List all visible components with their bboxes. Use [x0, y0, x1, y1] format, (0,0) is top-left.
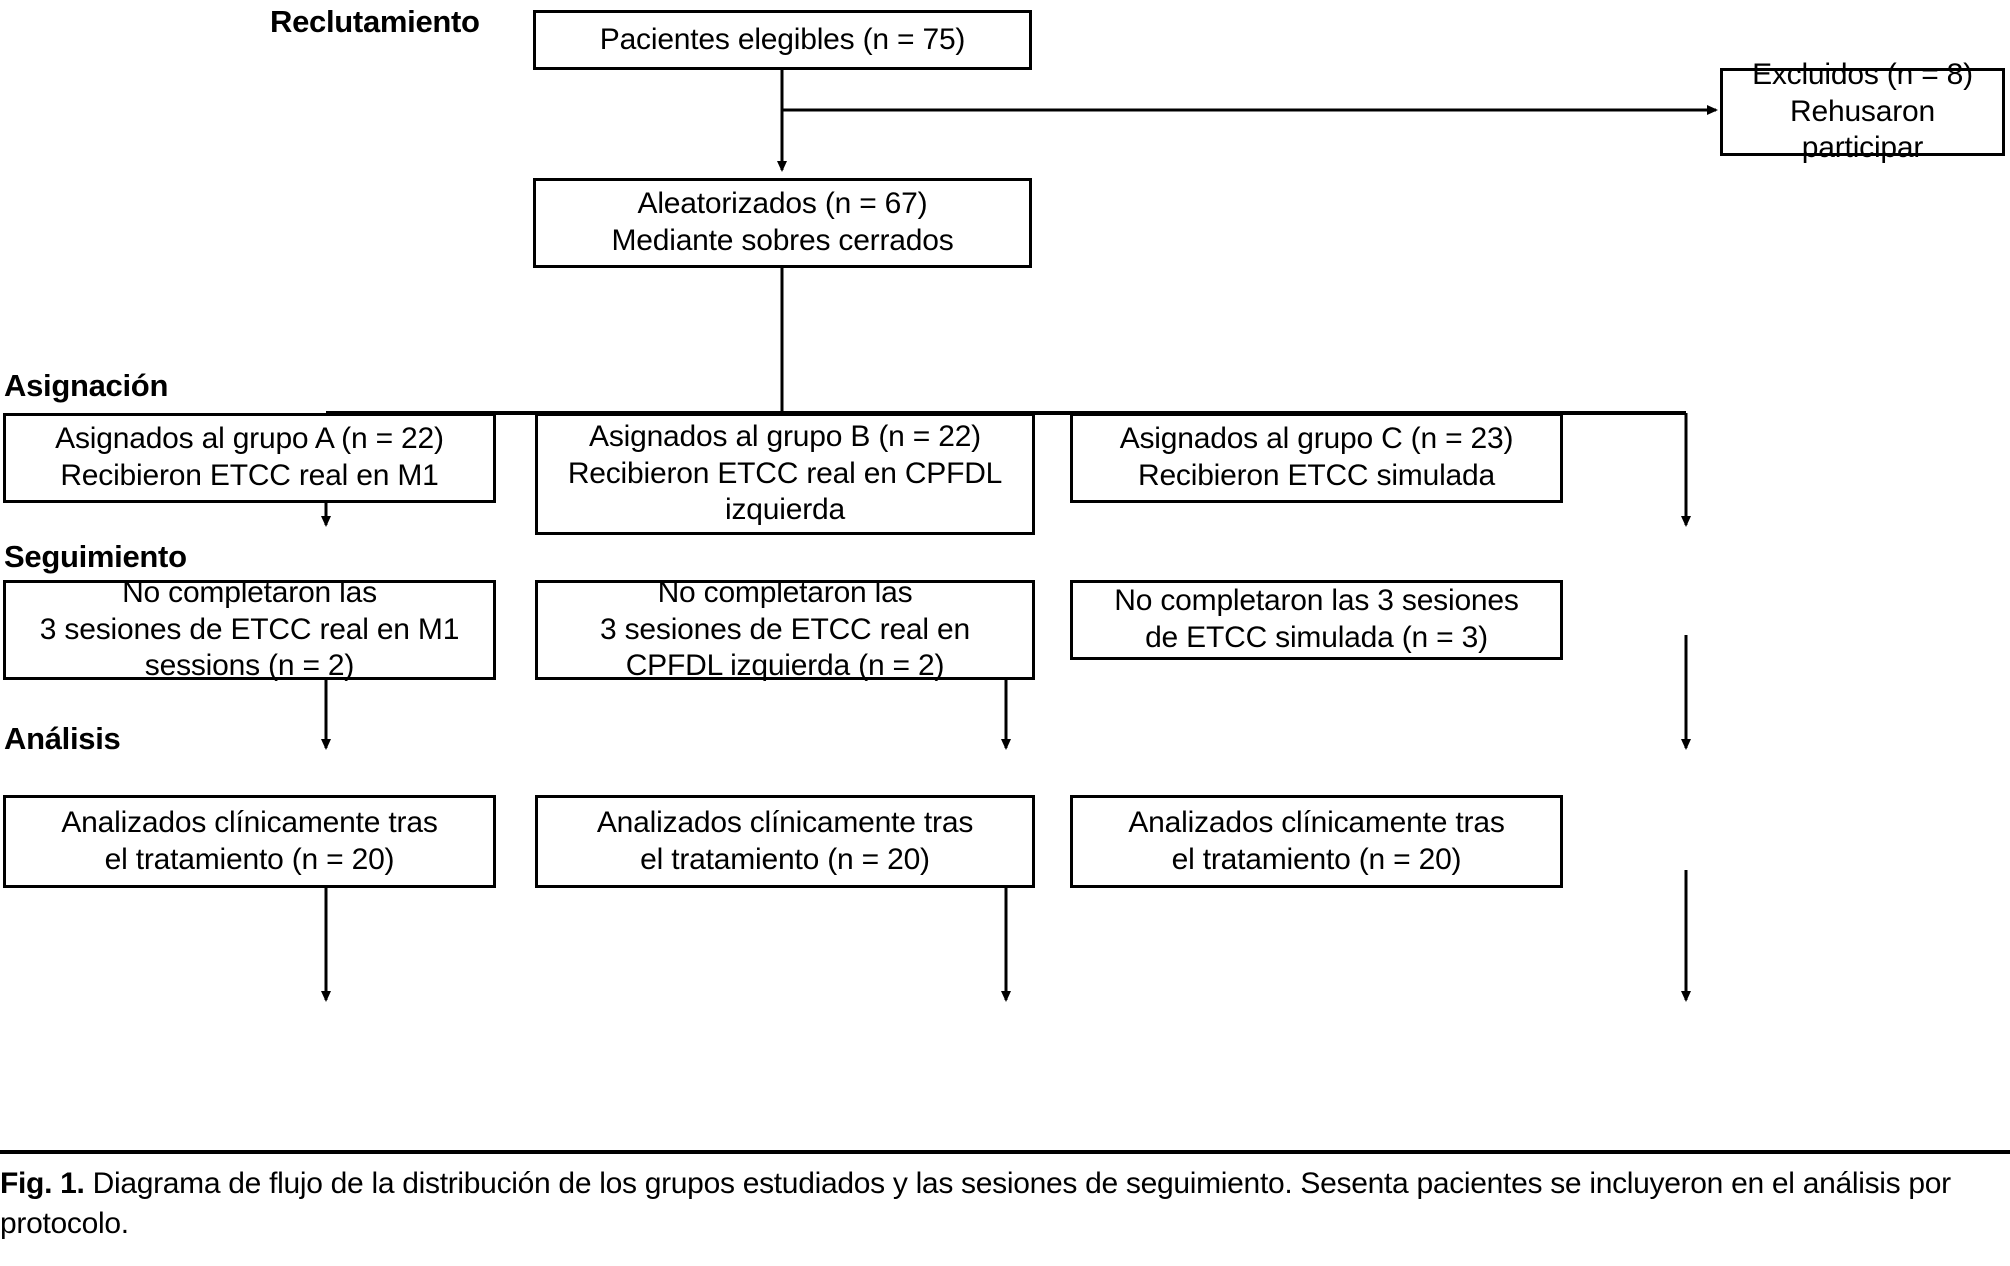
- node-followup-group-c[interactable]: No completaron las 3 sesiones de ETCC si…: [1070, 580, 1563, 660]
- node-analysis-group-c-text: Analizados clínicamente tras el tratamie…: [1128, 805, 1505, 876]
- stage-label-followup: Seguimiento: [4, 539, 187, 574]
- stage-label-recruitment: Reclutamiento: [270, 4, 480, 39]
- caption-divider: [0, 1150, 2010, 1154]
- node-followup-group-a-text: No completaron las 3 sesiones de ETCC re…: [39, 576, 460, 683]
- node-allocation-group-b-text: Asignados al grupo B (n = 22) Recibieron…: [567, 420, 1003, 527]
- figure-caption-prefix: Fig. 1.: [0, 1167, 85, 1200]
- stage-label-analysis: Análisis: [4, 721, 121, 756]
- figure-caption-body: Diagrama de flujo de la distribución de …: [0, 1167, 1951, 1240]
- node-followup-group-b-text: No completaron las 3 sesiones de ETCC re…: [600, 576, 970, 683]
- node-excluded[interactable]: Excluidos (n = 8) Rehusaron participar: [1720, 58, 2005, 164]
- node-analysis-group-a-text: Analizados clínicamente tras el tratamie…: [61, 805, 438, 876]
- node-eligible-patients-text: Pacientes elegibles (n = 75): [599, 22, 966, 56]
- node-analysis-group-a[interactable]: Analizados clínicamente tras el tratamie…: [3, 795, 496, 888]
- node-followup-group-a[interactable]: No completaron las 3 sesiones de ETCC re…: [3, 576, 496, 682]
- stage-label-allocation: Asignación: [4, 368, 169, 403]
- node-randomized[interactable]: Aleatorizados (n = 67) Mediante sobres c…: [533, 178, 1032, 268]
- node-analysis-group-c[interactable]: Analizados clínicamente tras el tratamie…: [1070, 795, 1563, 888]
- node-allocation-group-b[interactable]: Asignados al grupo B (n = 22) Recibieron…: [535, 413, 1035, 535]
- node-allocation-group-c[interactable]: Asignados al grupo C (n = 23) Recibieron…: [1070, 413, 1563, 503]
- node-excluded-text: Excluidos (n = 8) Rehusaron participar: [1752, 58, 1973, 165]
- figure-caption: Fig. 1. Diagrama de flujo de la distribu…: [0, 1164, 2000, 1243]
- node-allocation-group-a-text: Asignados al grupo A (n = 22) Recibieron…: [55, 422, 444, 492]
- node-followup-group-b[interactable]: No completaron las 3 sesiones de ETCC re…: [535, 576, 1035, 682]
- node-randomized-text: Aleatorizados (n = 67) Mediante sobres c…: [611, 187, 954, 257]
- node-allocation-group-c-text: Asignados al grupo C (n = 23) Recibieron…: [1119, 422, 1514, 492]
- node-analysis-group-b-text: Analizados clínicamente tras el tratamie…: [596, 805, 974, 876]
- node-allocation-group-a[interactable]: Asignados al grupo A (n = 22) Recibieron…: [3, 413, 496, 503]
- node-followup-group-c-text: No completaron las 3 sesiones de ETCC si…: [1114, 584, 1519, 654]
- node-analysis-group-b[interactable]: Analizados clínicamente tras el tratamie…: [535, 795, 1035, 888]
- node-eligible-patients[interactable]: Pacientes elegibles (n = 75): [533, 10, 1032, 70]
